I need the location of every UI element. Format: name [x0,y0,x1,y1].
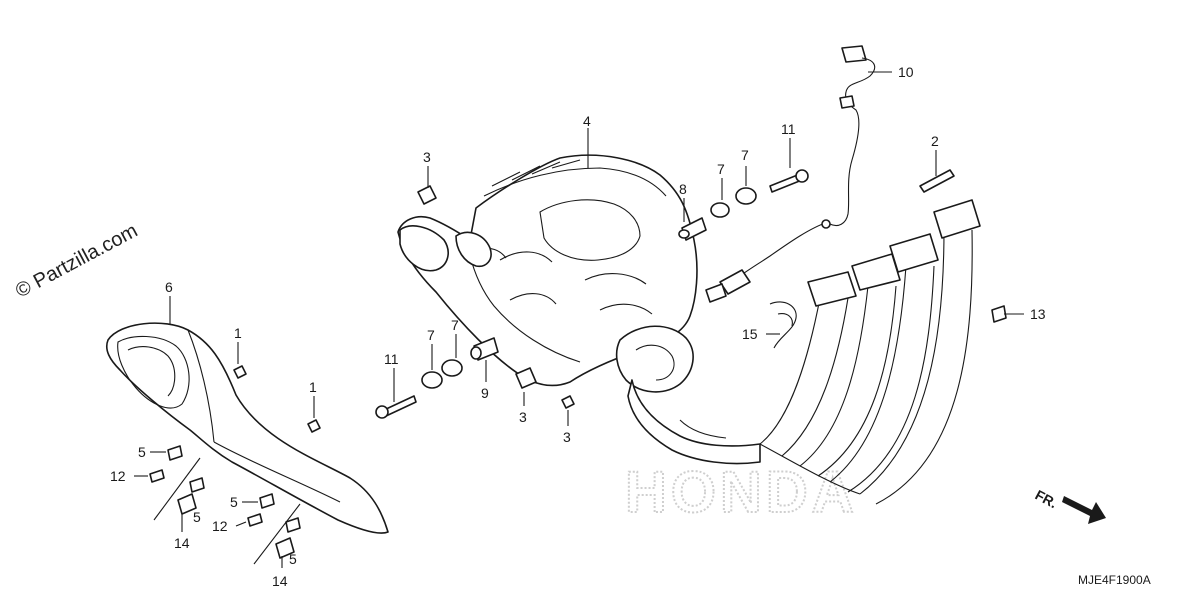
callout-12: 12 [110,468,126,484]
callout-11: 11 [384,351,399,367]
callout-13: 13 [1030,306,1046,322]
callout-5: 5 [138,444,146,460]
callout-3: 3 [519,409,527,425]
callout-5: 5 [230,494,238,510]
pin-part-2[interactable] [919,169,955,193]
callout-14: 14 [272,573,288,589]
callout-4: 4 [583,113,591,129]
exhaust-header-pipes[interactable] [759,229,973,505]
callout-7: 7 [741,147,749,163]
callout-8: 8 [679,181,687,197]
bolt-part-12[interactable] [149,469,263,527]
callout-5: 5 [289,551,297,567]
callout-11: 11 [781,121,796,137]
callout-1: 1 [234,325,242,341]
callout-1: 1 [309,379,317,395]
sleeve-part-9[interactable] [470,337,499,361]
callout-3: 3 [563,429,571,445]
callout-3: 3 [423,149,431,165]
callout-10: 10 [898,64,914,80]
arrow-right-icon [1062,496,1106,524]
bolt-part-11[interactable] [375,169,809,419]
honda-brand-mark: HONDA [625,460,858,525]
grommet-part-5[interactable] [167,445,301,533]
clip-part-14[interactable] [177,493,295,559]
exhaust-pipe-joint[interactable] [627,379,761,465]
callout-6: 6 [165,279,173,295]
callout-labels: 4 3 10 11 7 7 8 2 13 15 7 7 9 11 3 3 6 1… [110,64,1046,589]
callout-15: 15 [742,326,758,342]
collar-part-7[interactable] [421,187,757,389]
partzilla-watermark: © Partzilla.com [12,220,141,303]
clip-part-3[interactable] [417,185,575,409]
front-direction-label: FR. [1033,487,1060,512]
oxygen-sensor-part[interactable] [705,45,876,303]
callout-7: 7 [717,161,725,177]
muffler-part[interactable] [397,154,698,393]
callout-14: 14 [174,535,190,551]
heat-shield-part[interactable] [105,322,389,534]
callout-7: 7 [427,327,435,343]
diagram-code: MJE4F1900A [1078,573,1151,587]
callout-2: 2 [931,133,939,149]
callout-9: 9 [481,385,489,401]
grommet-part-1[interactable] [233,365,321,433]
header-flanges[interactable] [807,199,981,307]
callout-5: 5 [193,509,201,525]
band-part-15[interactable] [769,301,797,349]
callout-7: 7 [451,317,459,333]
washer-part-8[interactable] [678,217,707,241]
clip-part-13[interactable] [991,305,1007,323]
leader-lines [134,71,1024,568]
front-direction-arrow: FR. [1033,487,1106,524]
callout-12: 12 [212,518,228,534]
